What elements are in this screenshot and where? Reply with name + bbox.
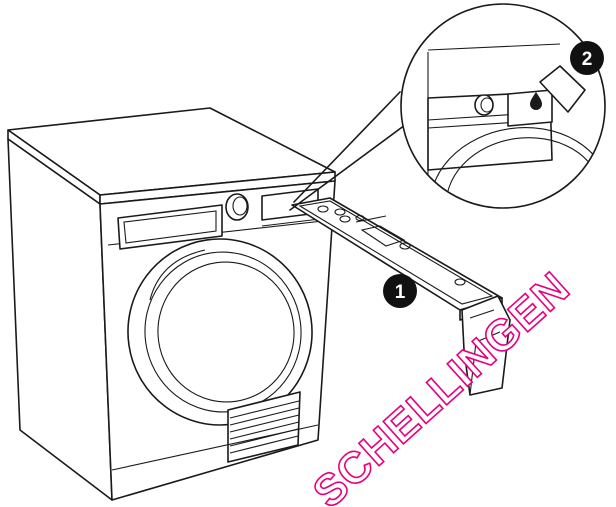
callout-number-2: 2 xyxy=(582,49,593,70)
tumble-dryer xyxy=(8,108,335,500)
callout-number-1: 1 xyxy=(395,282,406,303)
callout-badge-1: 1 xyxy=(383,274,417,308)
callout-badge-2: 2 xyxy=(570,41,604,75)
